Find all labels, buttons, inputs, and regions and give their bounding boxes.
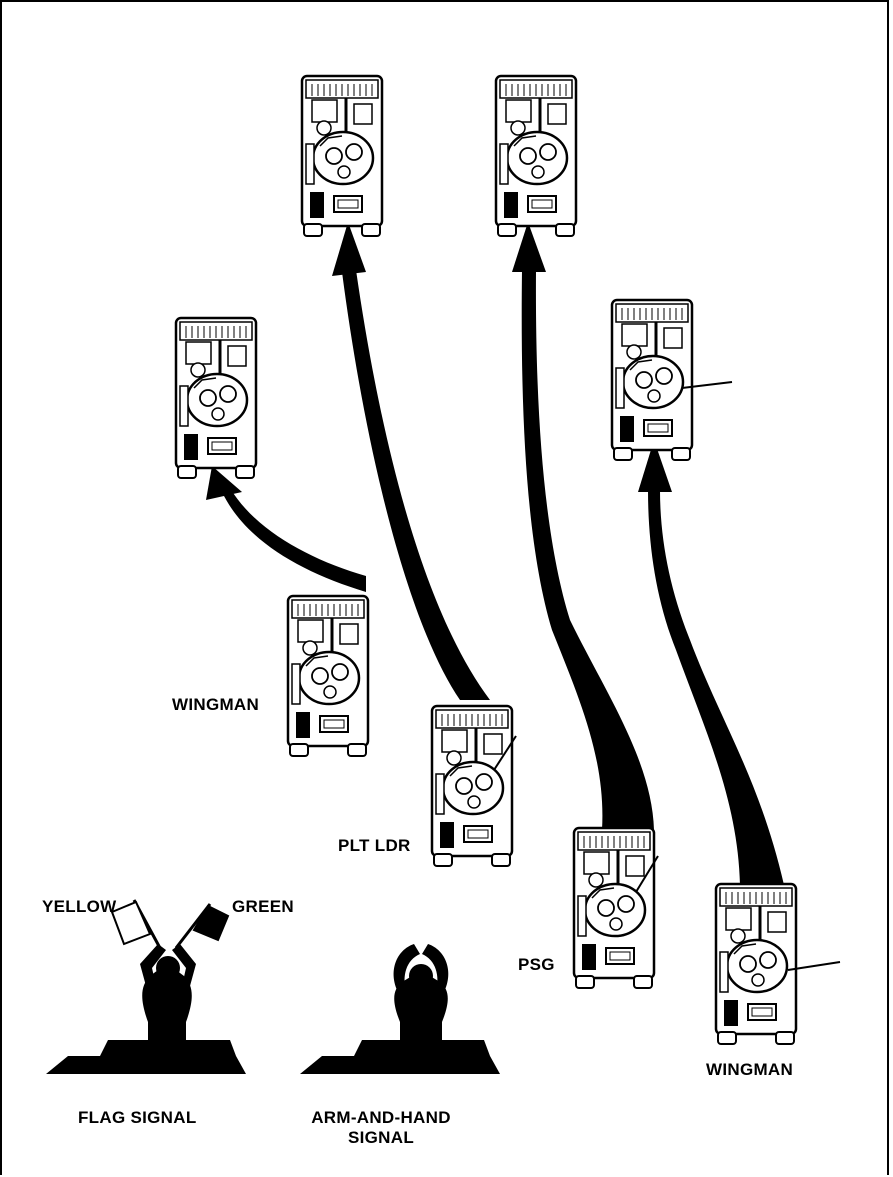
label-wingman-left: WINGMAN [172, 695, 259, 715]
tank-wingman-right [716, 884, 840, 1044]
arrow-wingman-right [638, 440, 784, 885]
tank-wingman-left [288, 596, 368, 756]
label-yellow: YELLOW [42, 897, 117, 917]
label-plt-ldr: PLT LDR [338, 836, 411, 856]
label-wingman-right: WINGMAN [706, 1060, 793, 1080]
tank-psg [574, 828, 658, 988]
label-arm-hand-signal: ARM-AND-HAND SIGNAL [306, 1108, 456, 1148]
flag-signal-figure [46, 900, 246, 1074]
label-psg: PSG [518, 955, 555, 975]
label-green: GREEN [232, 897, 294, 917]
label-flag-signal: FLAG SIGNAL [78, 1108, 197, 1128]
arrow-wingman-left [206, 466, 366, 592]
tank-top-right [496, 76, 576, 236]
tank-mid-left [176, 318, 256, 478]
label-arm-hand-line2: SIGNAL [306, 1128, 456, 1148]
tank-plt-ldr [432, 706, 516, 866]
tank-mid-right [612, 300, 732, 460]
tank-top-left [302, 76, 382, 236]
label-arm-hand-line1: ARM-AND-HAND [306, 1108, 456, 1128]
arm-hand-signal-figure [300, 944, 500, 1074]
